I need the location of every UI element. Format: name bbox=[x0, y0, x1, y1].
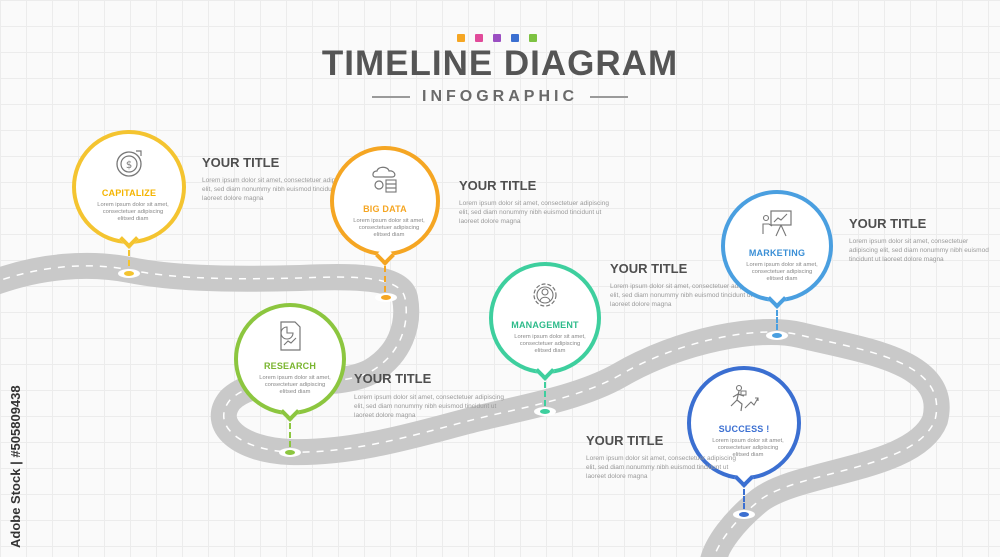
page-title: TIMELINE DIAGRAM bbox=[321, 44, 679, 83]
divider bbox=[590, 96, 628, 98]
step-label: SUCCESS ! bbox=[718, 424, 770, 434]
svg-text:$: $ bbox=[126, 160, 132, 171]
cloud-database-icon bbox=[368, 162, 402, 196]
road-marker bbox=[534, 407, 556, 416]
step-pin-success: SUCCESS ! Lorem ipsum dolor sit amet, co… bbox=[687, 366, 801, 480]
step-pin-marketing: MARKETING Lorem ipsum dolor sit amet, co… bbox=[721, 190, 833, 302]
road-marker bbox=[375, 293, 397, 302]
pin-stem bbox=[776, 310, 778, 330]
step-title: YOUR TITLE bbox=[586, 433, 664, 448]
road-marker bbox=[118, 269, 140, 278]
accent-dot bbox=[457, 34, 465, 42]
accent-dot bbox=[511, 34, 519, 42]
road-center-line bbox=[0, 265, 938, 557]
step-pin-text: Lorem ipsum dolor sit amet, consectetuer… bbox=[259, 375, 331, 396]
step-pin-text: Lorem ipsum dolor sit amet, consectetuer… bbox=[712, 438, 784, 459]
road-marker bbox=[279, 448, 301, 457]
divider bbox=[372, 96, 410, 98]
step-label: BIG DATA bbox=[363, 204, 407, 214]
accent-dot bbox=[529, 34, 537, 42]
step-label: RESEARCH bbox=[263, 361, 317, 371]
step-text: Lorem ipsum dolor sit amet, consectetuer… bbox=[354, 394, 504, 419]
pin-stem bbox=[289, 423, 291, 447]
step-label: MANAGEMENT bbox=[511, 320, 579, 330]
step-title: YOUR TITLE bbox=[459, 178, 537, 193]
step-text: Lorem ipsum dolor sit amet, consectetuer… bbox=[849, 238, 989, 263]
step-label: MARKETING bbox=[748, 248, 806, 258]
step-title: YOUR TITLE bbox=[610, 261, 688, 276]
step-label: CAPITALIZE bbox=[101, 188, 157, 198]
gear-person-icon bbox=[528, 278, 562, 312]
pin-stem bbox=[128, 250, 130, 266]
step-pin-management: MANAGEMENT Lorem ipsum dolor sit amet, c… bbox=[489, 262, 601, 374]
dollar-coin-icon: $ bbox=[112, 146, 146, 180]
accent-dot bbox=[493, 34, 501, 42]
step-pin-text: Lorem ipsum dolor sit amet, consectetuer… bbox=[514, 334, 586, 355]
accent-dot bbox=[475, 34, 483, 42]
step-pin-capitalize: $ CAPITALIZE Lorem ipsum dolor sit amet,… bbox=[72, 130, 186, 244]
pin-stem bbox=[384, 266, 386, 292]
step-title: YOUR TITLE bbox=[354, 371, 432, 386]
page-subtitle: INFOGRAPHIC bbox=[422, 88, 578, 105]
accent-dots bbox=[457, 34, 537, 42]
road-marker bbox=[733, 510, 755, 519]
step-text: Lorem ipsum dolor sit amet, consectetuer… bbox=[459, 200, 609, 225]
step-text: Lorem ipsum dolor sit amet, consectetuer… bbox=[610, 283, 760, 308]
stock-watermark: Adobe Stock | #505809438 bbox=[8, 385, 23, 548]
step-title: YOUR TITLE bbox=[849, 216, 927, 231]
step-title: YOUR TITLE bbox=[202, 155, 280, 170]
report-chart-icon bbox=[273, 319, 307, 353]
pin-stem bbox=[544, 382, 546, 406]
step-pin-research: RESEARCH Lorem ipsum dolor sit amet, con… bbox=[234, 303, 346, 415]
step-text: Lorem ipsum dolor sit amet, consectetuer… bbox=[202, 177, 352, 202]
subtitle-row: INFOGRAPHIC bbox=[0, 88, 1000, 106]
step-pin-text: Lorem ipsum dolor sit amet, consectetuer… bbox=[746, 262, 818, 283]
step-text: Lorem ipsum dolor sit amet, consectetuer… bbox=[586, 455, 736, 480]
pin-stem bbox=[743, 489, 745, 509]
step-pin-text: Lorem ipsum dolor sit amet, consectetuer… bbox=[353, 218, 425, 239]
step-pin-big-data: BIG DATA Lorem ipsum dolor sit amet, con… bbox=[330, 146, 440, 256]
presentation-board-icon bbox=[760, 206, 794, 240]
running-man-arrow-icon bbox=[727, 382, 761, 416]
road-marker bbox=[766, 331, 788, 340]
step-pin-text: Lorem ipsum dolor sit amet, consectetuer… bbox=[97, 202, 169, 223]
